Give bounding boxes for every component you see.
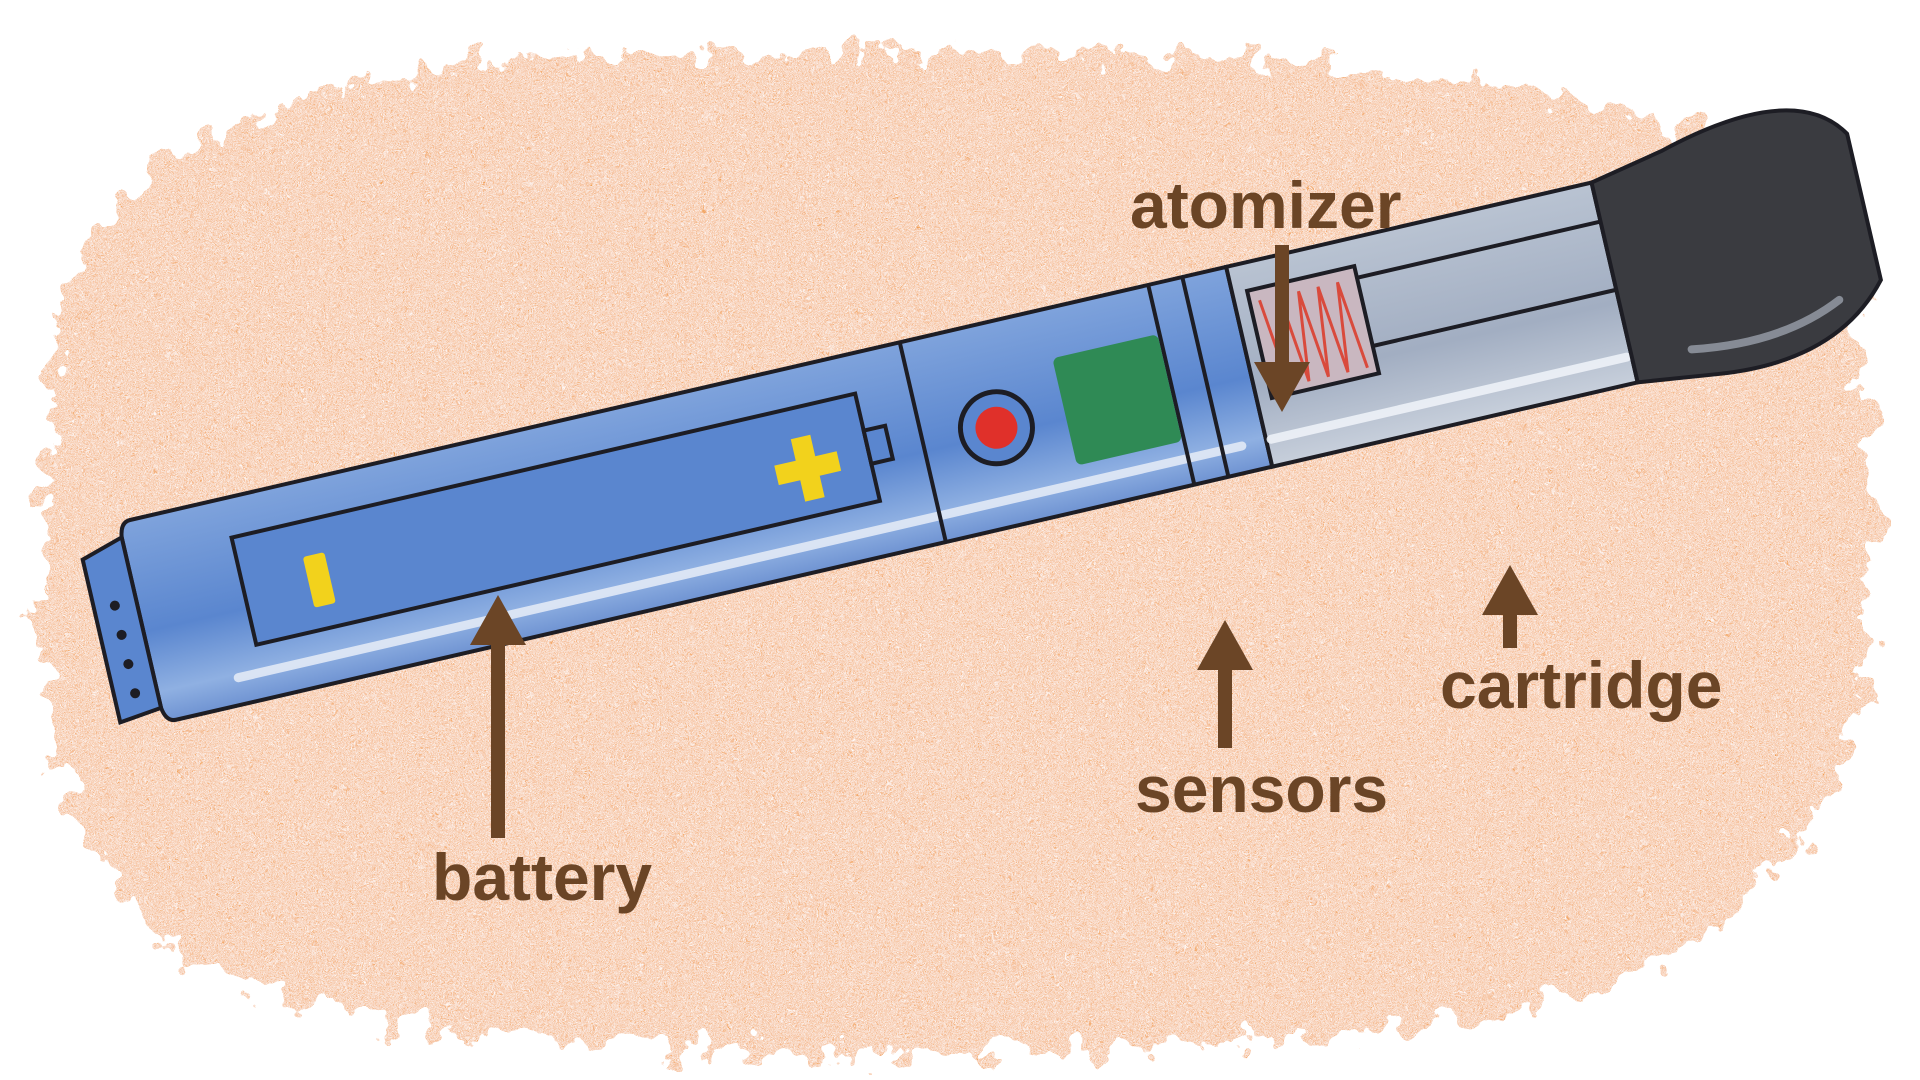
power-button (957, 389, 1035, 467)
power-button-icon (975, 406, 1018, 449)
segment-line (1146, 284, 1197, 486)
segment-line (897, 341, 948, 543)
label-atomizer: atomizer (1130, 168, 1401, 242)
label-sensors: sensors (1135, 752, 1388, 826)
arrow-battery (470, 595, 526, 838)
pen-highlight (233, 441, 1247, 683)
segment-line (1180, 276, 1231, 478)
label-battery: battery (432, 840, 652, 914)
circuit-chip (1053, 335, 1182, 465)
end-cap-dots (109, 600, 141, 699)
arrow-cartridge (1482, 565, 1538, 648)
cartridge-channel (1337, 219, 1617, 353)
battery-terminal (861, 423, 896, 467)
arrow-sensors (1197, 620, 1253, 748)
mouthpiece-highlight (1687, 295, 1844, 354)
arrow-atomizer (1254, 245, 1310, 412)
callout-arrows (470, 245, 1538, 838)
battery-cell (229, 391, 896, 648)
plus-mark-icon (774, 434, 842, 502)
minus-mark-icon (303, 552, 336, 608)
mouthpiece (1589, 108, 1883, 385)
vape-pen (80, 108, 1883, 726)
cartridge-highlight (1266, 352, 1632, 444)
label-cartridge: cartridge (1440, 648, 1722, 722)
